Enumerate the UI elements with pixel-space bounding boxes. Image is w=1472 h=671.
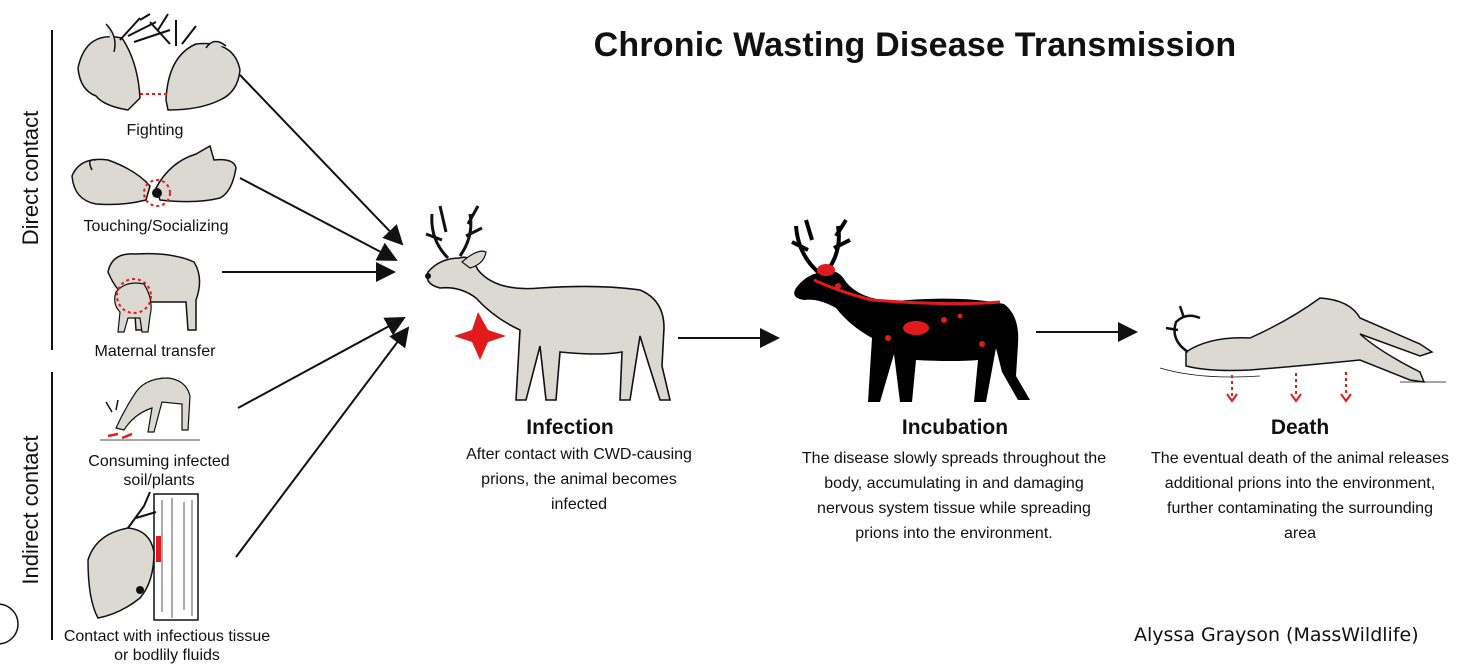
stage-title-incubation: Incubation [860, 416, 1050, 440]
stage-title-death: Death [1220, 416, 1380, 440]
route-caption-maternal: Maternal transfer [70, 342, 240, 361]
route-caption-fluids: Contact with infectious tissue or bodlil… [62, 627, 272, 665]
route-caption-touching: Touching/Socializing [56, 217, 256, 236]
arrow-touching [240, 178, 396, 260]
grazing-illustration [100, 378, 200, 440]
tree-rub-illustration [88, 492, 198, 620]
route-caption-consuming: Consuming infected soil/plants [66, 452, 252, 490]
stage-desc-death: The eventual death of the animal release… [1150, 446, 1450, 546]
fighting-illustration [78, 14, 240, 110]
stage-desc-infection: After contact with CWD-causing prions, t… [464, 442, 694, 517]
route-caption-fighting: Fighting [80, 121, 230, 140]
stage-desc-incubation: The disease slowly spreads throughout th… [796, 446, 1112, 546]
corner-logo-icon [0, 604, 18, 644]
direct-contact-label: Direct contact [18, 48, 44, 308]
touching-illustration [72, 146, 236, 206]
death-deer [1160, 298, 1446, 401]
maternal-illustration [108, 254, 200, 332]
infection-deer [425, 206, 670, 400]
indirect-contact-label: Indirect contact [18, 380, 44, 640]
incubation-deer [792, 220, 1030, 402]
stage-title-infection: Infection [480, 416, 660, 440]
credit-text: Alyssa Grayson (MassWildlife) [1134, 624, 1419, 646]
arrow-consuming [238, 318, 404, 408]
arrow-fighting [240, 75, 402, 244]
